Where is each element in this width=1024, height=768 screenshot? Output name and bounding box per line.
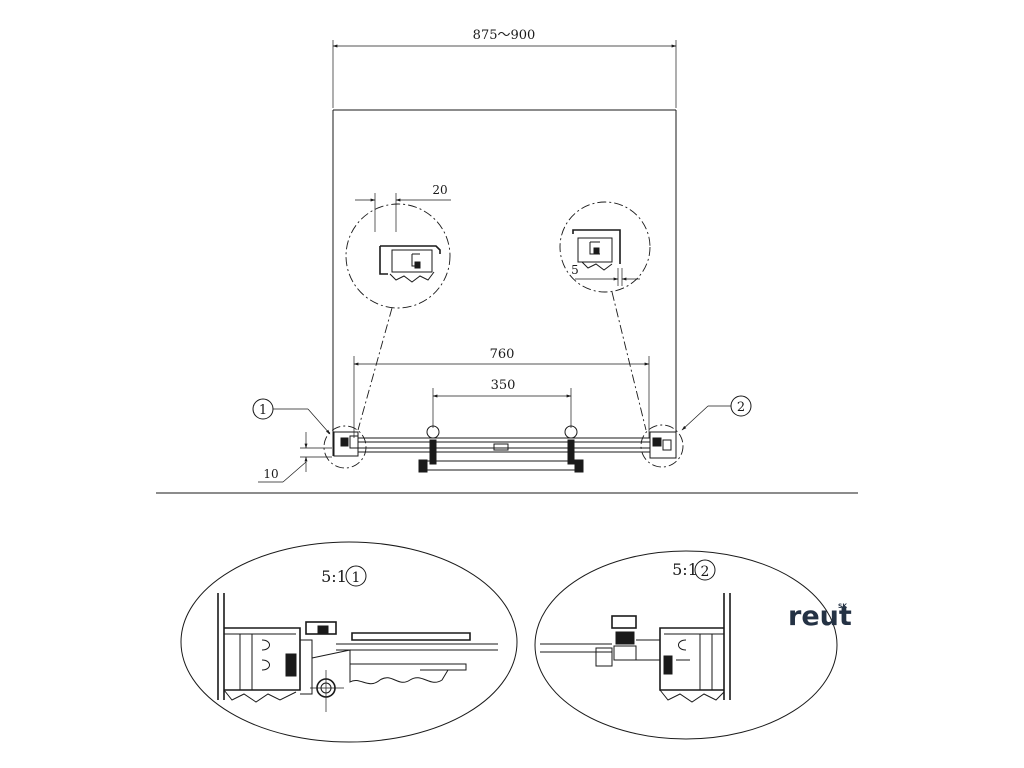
gap-right-label: 5 xyxy=(571,263,579,277)
callout-2-label: 2 xyxy=(737,400,745,415)
overall-width-dimension: 875～900 xyxy=(332,28,677,108)
detail-2: 5:1 2 xyxy=(534,550,838,740)
rail-span-dimension: 760 xyxy=(353,347,650,438)
leader-left xyxy=(357,307,393,431)
detail-1-ref: 1 xyxy=(352,570,361,586)
brand-logo: reut SK xyxy=(788,601,852,632)
handle-span-label: 350 xyxy=(491,378,516,393)
logo-text: reut xyxy=(788,601,852,632)
handle-span-dimension: 350 xyxy=(432,378,572,428)
leader-right xyxy=(611,291,647,431)
gap-left-label: 20 xyxy=(432,183,447,197)
callout-1-label: 1 xyxy=(259,403,267,418)
floor-offset-dimension: 10 xyxy=(258,432,332,483)
floor-offset-label: 10 xyxy=(263,467,278,481)
detail-2-ref: 2 xyxy=(701,564,710,580)
zoom-circle-right: 5 xyxy=(559,201,651,293)
callout-1: 1 xyxy=(252,398,331,435)
callout-2: 2 xyxy=(681,395,752,431)
overall-width-label: 875～900 xyxy=(473,28,536,43)
zoom-circle-left: 20 xyxy=(345,183,451,309)
door-plan-view xyxy=(323,424,684,473)
detail-1-scale: 5:1 xyxy=(321,567,347,586)
logo-superscript: SK xyxy=(838,603,847,610)
detail-2-scale: 5:1 xyxy=(672,560,698,579)
wall-outline xyxy=(332,109,677,456)
detail-1: 5:1 1 xyxy=(180,541,518,743)
rail-span-label: 760 xyxy=(490,347,515,362)
